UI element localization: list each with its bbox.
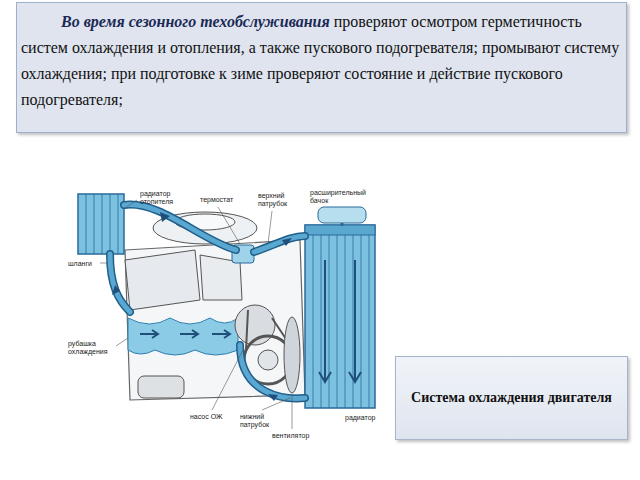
part-label: верхний патрубок: [258, 192, 298, 208]
flow-arrows: [319, 260, 361, 382]
radiator-core: [305, 225, 375, 408]
part-label: радиатор: [345, 414, 385, 422]
part-label: термостат: [200, 196, 240, 204]
leader-lines: [100, 200, 292, 429]
part-label: шланги: [68, 260, 100, 268]
body-text: Система охлаждения двигателя: [411, 390, 612, 405]
expansion-tank: [318, 207, 366, 223]
text-panel: Во время сезонного техобслуживанияпровер…: [16, 2, 627, 133]
part-label: радиатор отопителя: [140, 190, 182, 206]
radiator-tubes: [313, 235, 369, 408]
fan: [284, 317, 300, 393]
body-text: Во время сезонного техобслуживания: [61, 13, 330, 30]
flow-arrows: [140, 330, 230, 338]
heater-core: [78, 194, 124, 254]
hose-arrows: [112, 212, 292, 401]
radiator: [305, 207, 375, 408]
coolant-jacket: [128, 318, 238, 355]
node-content: Во время сезонного техобслуживанияпровер…: [21, 9, 620, 113]
tank-hose: [341, 223, 344, 226]
hoses: [110, 205, 305, 401]
starter: [138, 376, 184, 398]
drive-belt: [246, 310, 290, 350]
cylinder-head: [125, 250, 200, 310]
node-content: Система охлаждения двигателя: [411, 389, 612, 407]
heater-radiator: [78, 194, 124, 254]
part-label: расширительный бачок: [310, 189, 372, 205]
part-label: насос ОЖ: [190, 413, 230, 421]
part-label: нижний патрубок: [240, 413, 280, 429]
engine-block: [125, 240, 305, 400]
radiator-tank: [305, 225, 375, 235]
part-label: вентилятор: [272, 432, 318, 440]
heater-tubes: [86, 194, 118, 254]
pulley-hub: [258, 350, 278, 370]
part-label: рубашка охлаждения: [68, 340, 114, 356]
caption-box: Система охлаждения двигателя: [395, 356, 628, 440]
